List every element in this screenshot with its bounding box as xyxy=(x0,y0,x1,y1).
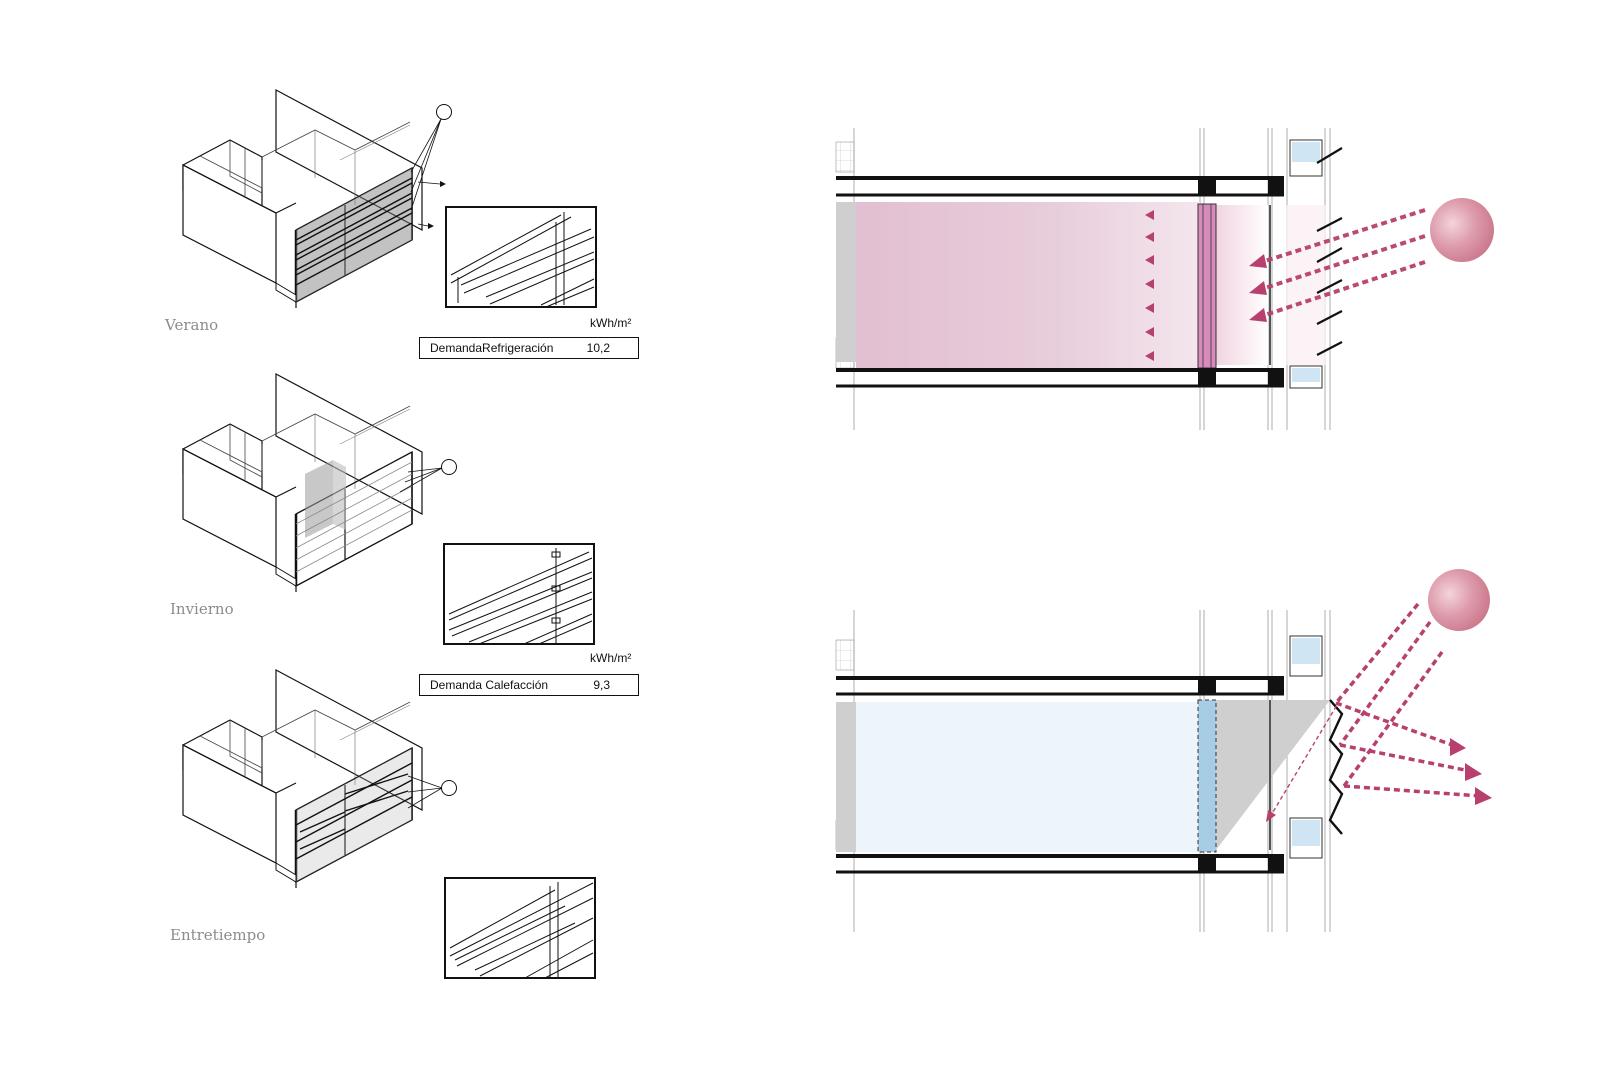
winter-louver-detail xyxy=(443,543,595,645)
sun-icon xyxy=(1428,569,1490,631)
sun-icon xyxy=(1430,198,1494,262)
midseason-axonometric xyxy=(181,668,457,890)
demand-box-winter: Demanda Calefacción 9,3 xyxy=(419,674,639,696)
winter-section xyxy=(835,569,1492,932)
summer-louver-detail xyxy=(445,206,597,308)
demand-label: DemandaRefrigeración xyxy=(430,341,554,355)
midseason-louver-detail xyxy=(444,877,596,979)
summer-axonometric xyxy=(181,88,452,310)
demand-label: Demanda Calefacción xyxy=(430,678,549,692)
unit-label-summer: kWh/m² xyxy=(590,316,632,330)
demand-value: 9,3 xyxy=(593,678,610,692)
winter-axonometric xyxy=(181,372,457,594)
demand-value: 10,2 xyxy=(586,341,610,355)
season-label-winter: Invierno xyxy=(170,600,234,618)
unit-label-winter: kWh/m² xyxy=(590,651,632,665)
summer-section xyxy=(835,128,1494,430)
demand-box-summer: DemandaRefrigeración 10,2 xyxy=(419,337,639,359)
season-label-midseason: Entretiempo xyxy=(170,926,266,944)
season-label-summer: Verano xyxy=(165,316,219,334)
